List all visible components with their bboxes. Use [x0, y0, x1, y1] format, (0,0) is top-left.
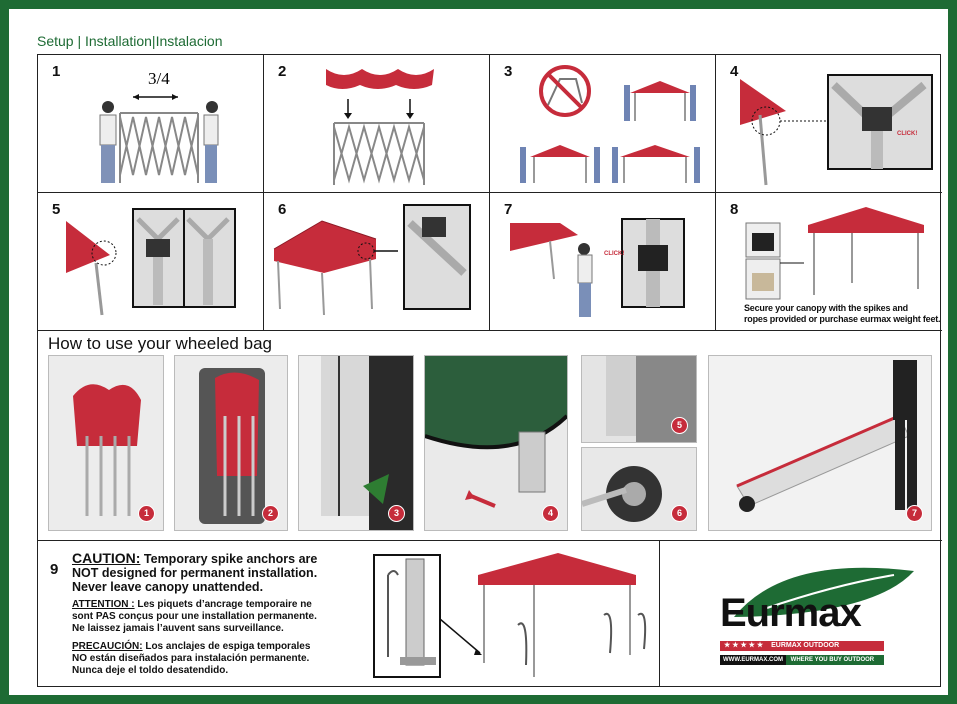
caution-en-line-2: NOT designed for permanent installation.	[72, 566, 318, 580]
bag-photo-3: 3	[298, 355, 414, 531]
step-number: 9	[50, 561, 59, 578]
step-8-illustration	[745, 207, 924, 300]
photo-number-badge: 5	[671, 417, 688, 434]
step-5-illustration	[66, 208, 236, 316]
bag-photo-2: 2	[174, 355, 288, 531]
caution-fr-line-3: Ne laissez jamais l’auvent sans surveill…	[72, 623, 284, 634]
open-bag-image	[175, 356, 287, 530]
brand-tag-bar: ★ ★ ★ ★ ★ EURMAX OUTDOOR	[720, 641, 884, 651]
step-number: 2	[278, 63, 287, 80]
logo-cell: Eurmax ★ ★ ★ ★ ★ EURMAX OUTDOOR WWW.EURM…	[660, 541, 942, 687]
secure-line-2: ropes provided or purchase eurmax weight…	[744, 314, 941, 324]
secure-line-1: Secure your canopy with the spikes and	[744, 303, 908, 313]
step-4-illustration	[740, 74, 933, 186]
photo-number-badge: 3	[388, 505, 405, 522]
photo-number-badge: 7	[906, 505, 923, 522]
bag-section: How to use your wheeled bag 1 2	[38, 331, 942, 541]
photo-number-badge: 2	[262, 505, 279, 522]
step-6-cell: 6	[264, 193, 490, 331]
step-number: 3	[504, 63, 513, 80]
click-label: CLICK!	[897, 131, 918, 137]
step-number: 5	[52, 201, 61, 218]
brand-tagline: EURMAX OUTDOOR	[771, 642, 840, 649]
page-title: Setup | Installation|Instalacion	[37, 33, 223, 49]
photo-number-badge: 4	[542, 505, 559, 522]
step-2-illustration	[326, 69, 434, 185]
caution-english: CAUTION: Temporary spike anchors are NOT…	[72, 551, 317, 594]
bag-strap-image	[425, 356, 567, 530]
caution-es-line-3: Nunca deje el toldo desatendido.	[72, 665, 229, 676]
step-number: 4	[730, 63, 739, 80]
caution-fr-line-1: Les piquets d’ancrage temporaire ne	[134, 599, 312, 610]
step-number: 8	[730, 201, 739, 218]
caution-french: ATTENTION : Les piquets d’ancrage tempor…	[72, 599, 317, 635]
step-4-cell: 4 CLICK!	[716, 55, 942, 193]
bag-photo-6: 6	[581, 447, 697, 531]
folded-canopy-image	[49, 356, 163, 530]
caution-es-line-2: NO están diseñados para instalación perm…	[72, 653, 310, 664]
zipped-bag-image	[299, 356, 413, 530]
brand-url: WWW.EURMAX.COM	[720, 655, 786, 665]
spike-anchor-illustration	[373, 553, 647, 678]
caution-fr-line-2: sont PAS conçus pour une installation pe…	[72, 611, 317, 622]
rolling-bag-image	[709, 356, 931, 530]
bag-photo-1: 1	[48, 355, 164, 531]
step-8-cell: 8 Secure your canopy with the spikes and…	[716, 193, 942, 331]
brand-name: Eurmax	[720, 591, 862, 635]
brand-footer-bar: WWW.EURMAX.COM WHERE YOU BUY OUTDOOR EQU…	[720, 655, 884, 673]
caution-en-line-1: Temporary spike anchors are	[140, 552, 318, 566]
step-5-cell: 5	[38, 193, 264, 331]
step-9-cell: 9 CAUTION: Temporary spike anchors are N…	[38, 541, 660, 687]
click-label: CLICK!	[604, 251, 625, 257]
bag-photo-5: 5	[581, 355, 697, 443]
bag-photo-4: 4	[424, 355, 568, 531]
photo-number-badge: 6	[671, 505, 688, 522]
caution-en-line-3: Never leave canopy unattended.	[72, 580, 264, 594]
bag-heading: How to use your wheeled bag	[48, 334, 272, 353]
step-6-illustration	[273, 204, 471, 316]
instruction-grid: 1 3/4 2	[37, 54, 942, 687]
step-1-cell: 1 3/4	[38, 55, 264, 193]
step-number: 7	[504, 201, 513, 218]
step-3-illustration	[520, 65, 700, 183]
step-7-cell: 7 CLICK!	[490, 193, 716, 331]
eurmax-leaf-logo	[734, 567, 914, 617]
secure-note: Secure your canopy with the spikes and r…	[744, 303, 941, 325]
brand-slogan: WHERE YOU BUY OUTDOOR EQUIPMENT	[720, 657, 875, 673]
step-number: 6	[278, 201, 287, 218]
caution-es-label: PRECAUCIÓN:	[72, 641, 143, 652]
step-2-cell: 2	[264, 55, 490, 193]
fraction-label: 3/4	[148, 69, 170, 88]
bag-photo-7: 7	[708, 355, 932, 531]
caution-spanish: PRECAUCIÓN: Los anclajes de espiga tempo…	[72, 641, 310, 677]
step-3-cell: 3	[490, 55, 716, 193]
caution-fr-label: ATTENTION :	[72, 599, 135, 610]
step-number: 1	[52, 63, 61, 80]
photo-number-badge: 1	[138, 505, 155, 522]
brand-stars: ★ ★ ★ ★ ★	[724, 642, 764, 649]
caution-en-label: CAUTION:	[72, 550, 141, 566]
step-1-illustration	[99, 94, 219, 183]
step-7-illustration	[510, 218, 685, 317]
caution-es-line-1: Los anclajes de espiga temporales	[142, 641, 311, 652]
